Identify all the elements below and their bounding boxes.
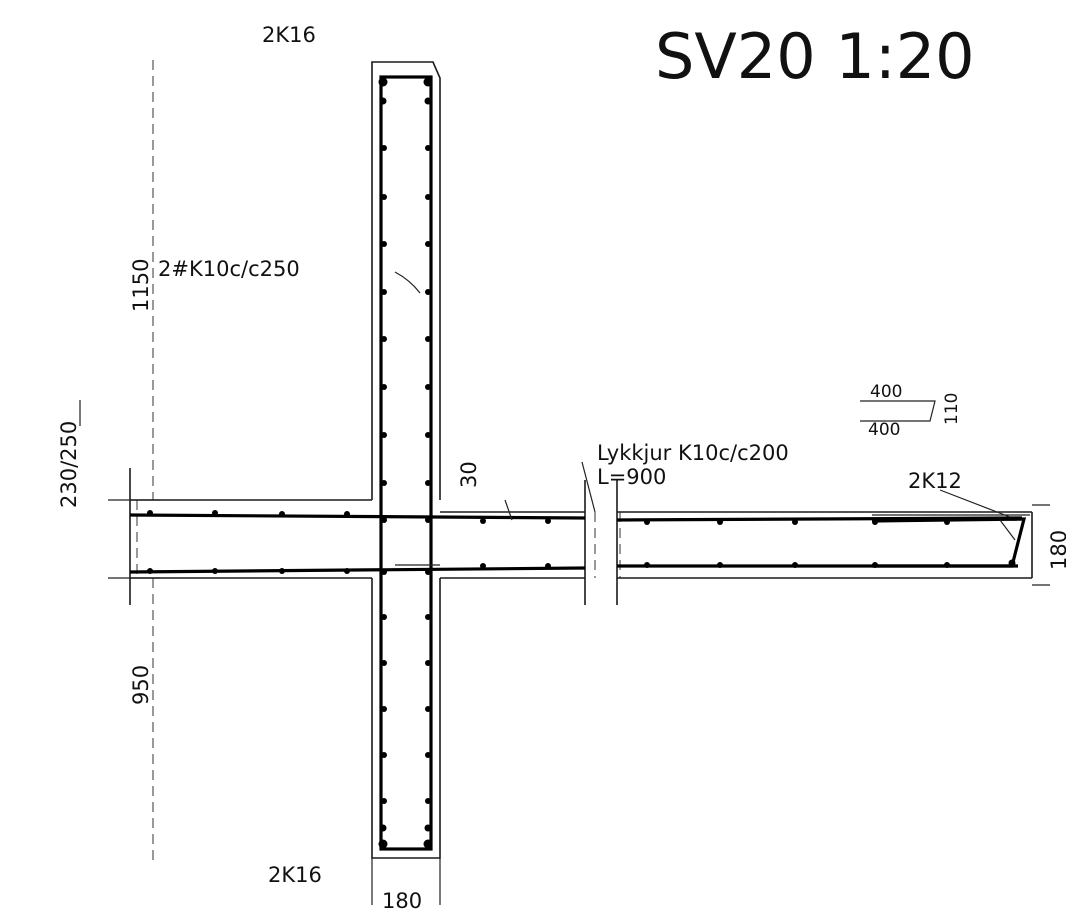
wall-rebar-cage [379, 75, 433, 851]
dim-hook-bottom: 400 [868, 420, 900, 440]
dim-cover: 30 [457, 461, 481, 488]
slab-rebar-dots [147, 510, 1016, 574]
bar-right-leader [939, 489, 1011, 518]
end-hook-tick [999, 519, 1016, 541]
label-lykkjur-length: L=900 [597, 465, 666, 489]
dim-hook-depth: 110 [942, 393, 962, 425]
drawing-title: SV20 1:20 [655, 20, 975, 93]
dim-lower-height: 950 [129, 665, 153, 705]
label-bar-top: 2K16 [262, 23, 316, 47]
dim-wall-width: 180 [382, 889, 422, 913]
slab-bottom-bar-a [129, 566, 586, 574]
mesh-leader [394, 271, 421, 294]
label-mesh: 2#K10c/c250 [158, 257, 300, 281]
lykkjur-leader [581, 461, 596, 513]
dim-slab-thickness-right: 180 [1047, 530, 1066, 570]
hook-sketch [860, 400, 936, 422]
cover-arrow [504, 499, 513, 521]
wall-rebar-dots [378, 77, 433, 849]
dim-slab-thickness-left: 230/250 [57, 421, 81, 508]
end-hook-bar [871, 517, 1027, 568]
label-bar-bottom: 2K16 [268, 863, 322, 887]
dim-upper-height: 1150 [129, 259, 153, 312]
wall-lower-outline [371, 578, 441, 859]
slab-top-bar-a [129, 513, 586, 520]
dim-hook-top: 400 [870, 382, 902, 402]
label-lykkjur: Lykkjur K10c/c200 [597, 441, 789, 465]
label-bar-right: 2K12 [908, 469, 962, 493]
wall-upper-outline [371, 61, 441, 500]
